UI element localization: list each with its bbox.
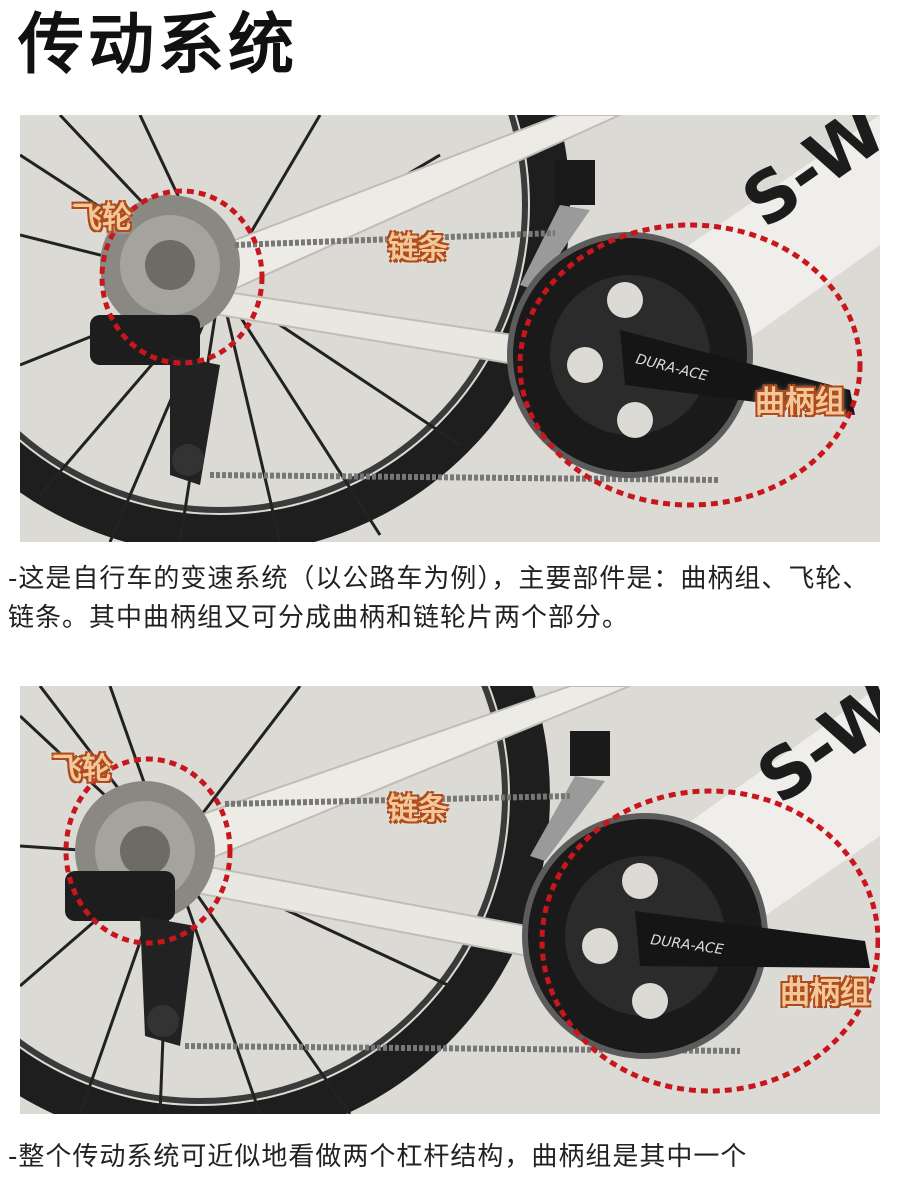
caption-2: -整个传动系统可近似地看做两个杠杆结构，曲柄组是其中一个 [8, 1142, 748, 1172]
drivetrain-photo-2: S-W DURA-ACE 飞轮 链条 曲柄组 [20, 686, 880, 1114]
crankset-highlight-circle [539, 788, 880, 1094]
freewheel-label: 飞轮 [72, 201, 132, 236]
caption-1: -这是自行车的变速系统（以公路车为例），主要部件是：曲柄组、飞轮、链条。其中曲柄… [8, 564, 870, 633]
crankset-label: 曲柄组 [780, 976, 870, 1011]
chain-label: 链条 [388, 231, 448, 266]
freewheel-label: 飞轮 [52, 752, 112, 787]
freewheel-highlight-circle [63, 756, 233, 946]
crankset-label: 曲柄组 [755, 385, 845, 420]
crankset-highlight-circle [517, 222, 863, 508]
drivetrain-photo-1: S-W DURA-ACE 飞轮 链条 曲柄组 [20, 115, 880, 542]
page-title: 传动系统 [18, 6, 298, 83]
freewheel-highlight-circle [99, 188, 265, 366]
chain-label: 链条 [388, 792, 448, 827]
